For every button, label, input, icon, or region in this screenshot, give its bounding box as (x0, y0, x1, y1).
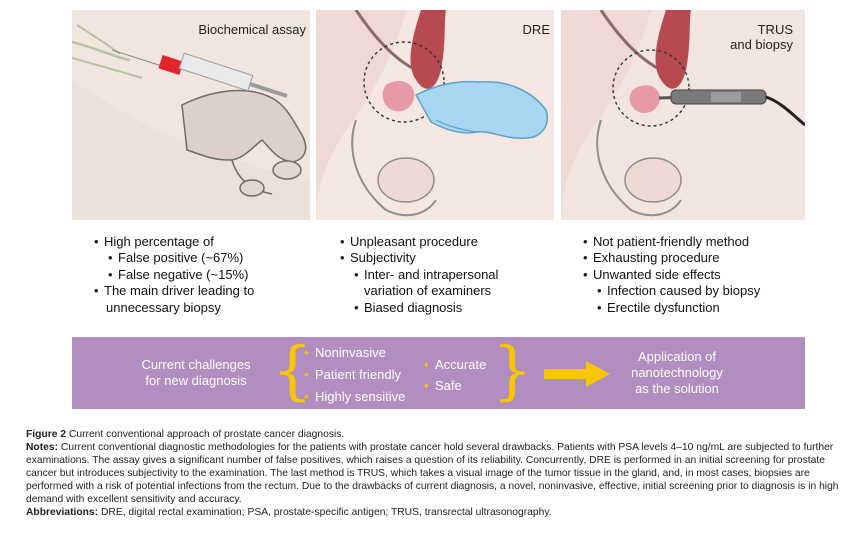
biochemical-assay-panel (72, 10, 310, 220)
trus-biopsy-illustration (561, 10, 805, 220)
list-item: The main driver leading to (94, 283, 254, 299)
panel-title-trus: TRUS and biopsy (730, 22, 793, 52)
list-item: Infection caused by biopsy (583, 283, 760, 299)
right-brace: } (492, 334, 533, 408)
abbreviations-label: Abbreviations: (26, 507, 99, 518)
list-item-continued: variation of examiners (364, 283, 492, 299)
list-item: Unpleasant procedure (340, 234, 498, 250)
list-item: Inter- and intrapersonal (340, 267, 498, 283)
figure-title-line: Figure 2 Current conventional approach o… (26, 428, 846, 441)
list-item: False positive (~67%) (94, 250, 254, 266)
list-item: Biased diagnosis (340, 300, 498, 316)
requirement-item: Noninvasive (304, 345, 386, 360)
list-item: Not patient-friendly method (583, 234, 760, 250)
trus-panel (561, 10, 805, 220)
list-item-continued: unnecessary biopsy (106, 299, 221, 315)
challenges-band: Current challenges for new diagnosis { N… (72, 337, 805, 409)
abbreviations-text: DRE, digital rectal examination; PSA, pr… (100, 507, 552, 518)
challenges-label: Current challenges for new diagnosis (141, 357, 251, 388)
biochemical-assay-drawbacks: High percentage of False positive (~67%)… (94, 234, 254, 316)
blood-draw-illustration (72, 24, 310, 220)
solution-label: Application of nanotechnology as the sol… (631, 349, 723, 396)
panel-title-biochemical-assay: Biochemical assay (198, 22, 306, 37)
list-item: Exhausting procedure (583, 250, 760, 266)
requirement-item: Accurate (424, 357, 486, 372)
abbreviations-paragraph: Abbreviations: DRE, digital rectal exami… (26, 506, 846, 519)
notes-paragraph: Notes: Current conventional diagnostic m… (26, 441, 846, 506)
figure-title: Current conventional approach of prostat… (68, 429, 345, 440)
list-item: Unwanted side effects (583, 267, 760, 283)
figure-label: Figure 2 (26, 429, 67, 440)
requirement-item: Patient friendly (304, 367, 401, 382)
dre-illustration (316, 10, 548, 220)
dre-panel (316, 10, 554, 220)
notes-text: Current conventional diagnostic methodol… (26, 442, 839, 505)
list-item: High percentage of (94, 234, 254, 250)
list-item: Subjectivity (340, 250, 498, 266)
list-item: False negative (~15%) (94, 267, 254, 283)
list-item: Erectile dysfunction (583, 300, 760, 316)
figure-caption: Figure 2 Current conventional approach o… (26, 428, 846, 519)
panel-title-dre: DRE (522, 22, 550, 37)
right-arrow-icon (544, 361, 610, 387)
notes-label: Notes: (26, 442, 59, 453)
requirement-item: Highly sensitive (304, 389, 405, 404)
requirement-item: Safe (424, 378, 462, 393)
trus-drawbacks: Not patient-friendly method Exhausting p… (583, 234, 760, 316)
dre-drawbacks: Unpleasant procedure Subjectivity Inter-… (340, 234, 498, 316)
